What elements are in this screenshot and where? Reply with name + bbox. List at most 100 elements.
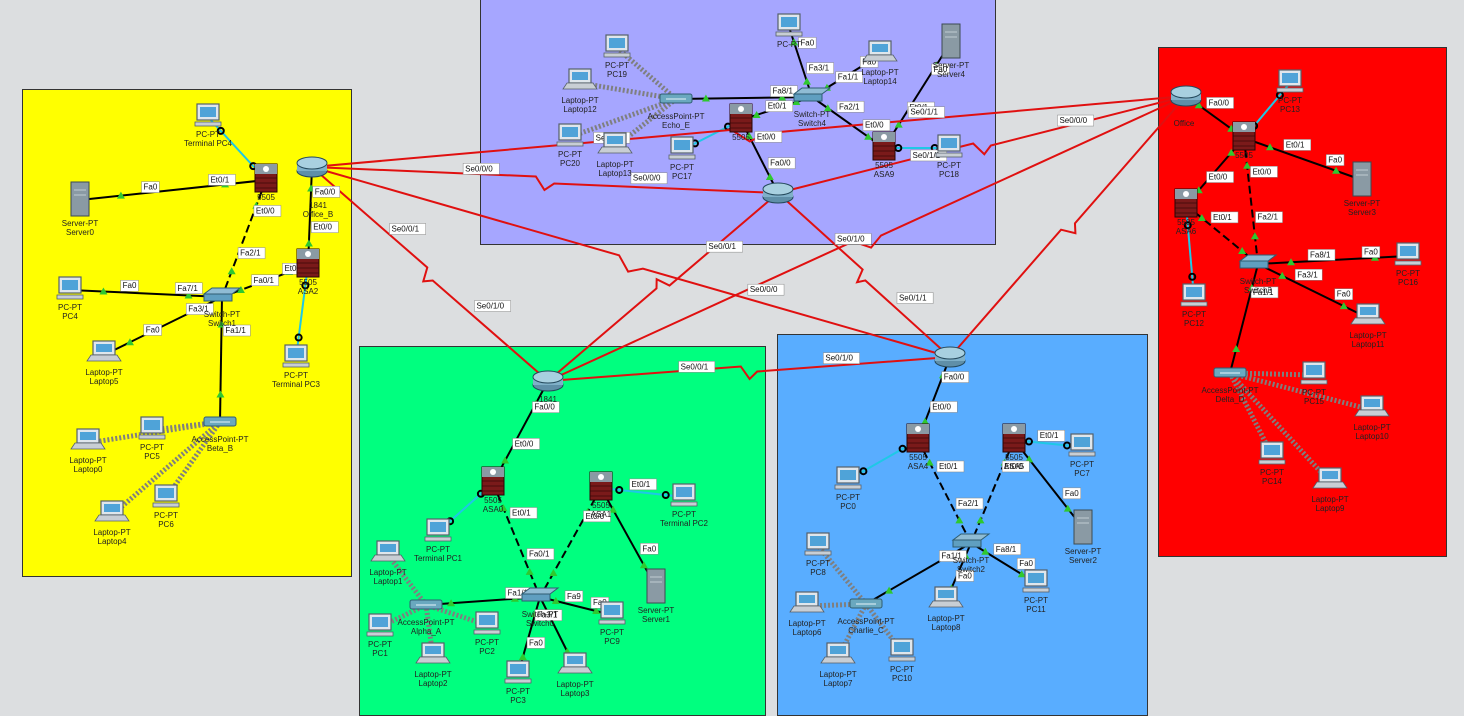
device-type-label: 5505 (1177, 218, 1195, 227)
router-r_p[interactable] (762, 182, 794, 204)
server-icon (941, 23, 961, 59)
pc-icon (1300, 361, 1328, 385)
svg-text:Et0/1: Et0/1 (512, 508, 531, 517)
link-asa_y-sw1 (221, 179, 267, 298)
link-apE-sw4 (675, 96, 813, 100)
port-label: Fa2/1 (237, 247, 266, 259)
device-type-label: PC-PT (890, 665, 914, 674)
svg-text:Fa0: Fa0 (123, 281, 137, 290)
port-label: Fa0 (798, 37, 817, 49)
device-type-label: 5505 (732, 133, 750, 142)
asa-asa_r[interactable]: 5505 (1232, 121, 1256, 160)
pc-pcTop[interactable]: PC-PT (775, 13, 803, 49)
port-label: Se0/0/0 (747, 283, 785, 296)
router-r_g[interactable]: 1841 (532, 370, 564, 404)
device-name-label: Terminal PC4 (184, 139, 233, 148)
device-type-label: Laptop-PT (788, 619, 825, 628)
svg-text:Se0/1/1: Se0/1/1 (899, 294, 927, 303)
laptop-icon (557, 652, 593, 674)
link-up-icon (765, 172, 774, 180)
router-r_b[interactable] (934, 346, 966, 368)
asa-asa_y[interactable]: 5505 (254, 163, 278, 202)
link-asa_r-sw3 (1243, 137, 1259, 265)
device-type-label: PC-PT (1396, 269, 1420, 278)
switch-icon (202, 287, 242, 302)
link-up-icon (1243, 161, 1252, 169)
svg-text:Fa0: Fa0 (1065, 489, 1079, 498)
asa-asa_p[interactable]: 5505 (729, 103, 753, 142)
link-asa1-pc2t (600, 487, 685, 498)
router-r_r[interactable]: Office (1170, 85, 1202, 128)
port-label: Fa1/1 (223, 324, 251, 337)
device-type-label: PC-PT (140, 443, 164, 452)
pc-icon (834, 466, 862, 490)
link-asa6-sw3 (1185, 204, 1259, 265)
svg-text:Et0/0: Et0/0 (1004, 462, 1023, 471)
